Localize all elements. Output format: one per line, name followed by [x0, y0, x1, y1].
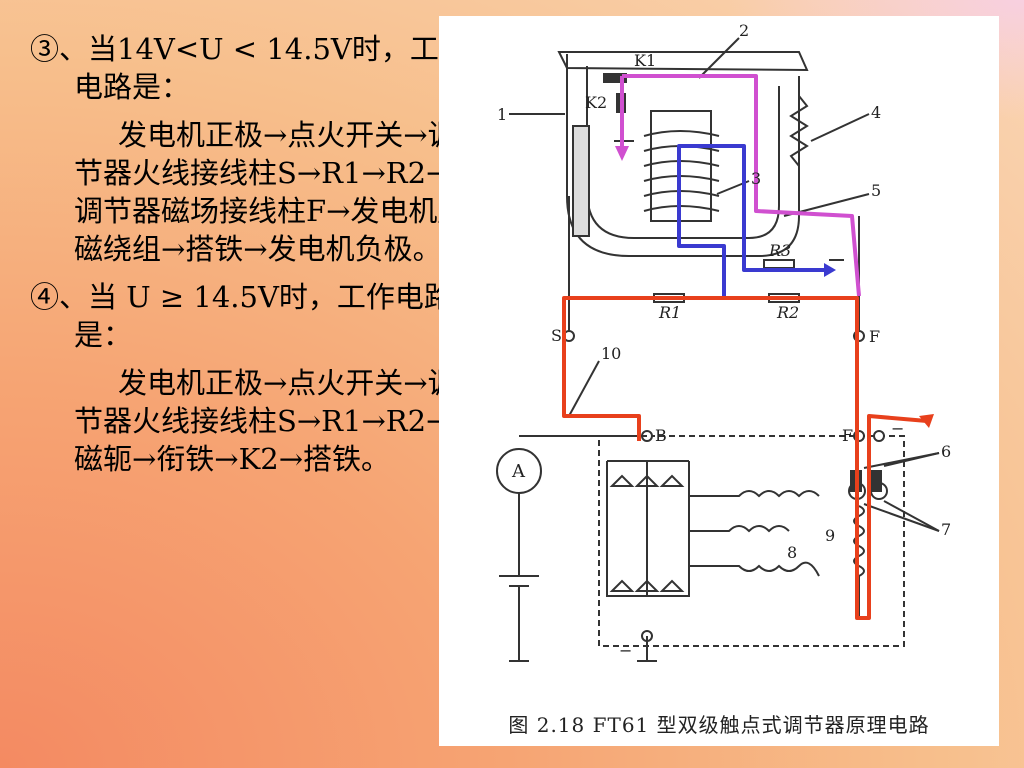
label-n3: 3	[751, 169, 761, 188]
terminal-minus-top	[873, 430, 885, 442]
leader-7a	[883, 500, 940, 532]
label-n9: 9	[825, 526, 835, 545]
label-r1: R1	[658, 303, 681, 322]
label-n5: 5	[871, 181, 881, 200]
label-n6: 6	[941, 442, 951, 461]
label-r2: R2	[776, 303, 799, 322]
arrow-magenta	[615, 146, 629, 161]
item3-heading: ③、当14V<U < 14.5V时，工作电路是：	[30, 32, 468, 104]
insulator-block	[572, 125, 590, 237]
label-r3: R3	[768, 241, 791, 260]
label-n1: 1	[497, 105, 507, 124]
explanation-text: ③、当14V<U < 14.5V时，工作电路是： 发电机正极→点火开关→调节器火…	[30, 30, 475, 488]
arrow-blue	[824, 263, 836, 277]
yoke-frame	[566, 54, 800, 257]
label-n4: 4	[871, 103, 881, 122]
label-n2: 2	[739, 21, 749, 40]
red-path	[562, 296, 928, 620]
spring	[789, 95, 809, 167]
label-n7: 7	[941, 520, 951, 539]
diodes-bottom	[609, 579, 685, 592]
leader-6b	[863, 452, 940, 469]
leader-4	[810, 113, 870, 142]
label-k2: K2	[585, 93, 607, 112]
label-f-top: F	[869, 327, 880, 346]
label-f-bottom: F	[842, 426, 853, 445]
arrow-red	[919, 414, 934, 428]
coil-winding	[643, 130, 720, 212]
regulator-circuit-diagram: K1 K2 R1 R2 R3 S F B F A − − 1 2 3 4 5 6…	[496, 21, 951, 662]
magenta-path	[620, 74, 861, 297]
label-n8: 8	[787, 543, 797, 562]
item3-body: 发电机正极→点火开关→调节器火线接线柱S→R1→R2→调节器磁场接线柱F→发电机…	[74, 118, 467, 266]
rectifier-bridge	[606, 460, 690, 597]
label-b: B	[655, 426, 667, 445]
label-k1: K1	[634, 51, 656, 70]
label-minus-top: −	[891, 419, 904, 438]
label-ammeter: A	[511, 461, 526, 482]
leader-10	[568, 360, 600, 417]
generator-box	[598, 435, 905, 647]
label-minus-bottom: −	[619, 641, 632, 660]
circuit-figure: K1 K2 R1 R2 R3 S F B F A − − 1 2 3 4 5 6…	[439, 16, 999, 746]
item4-body: 发电机正极→点火开关→调节器火线接线柱S→R1→R2→磁轭→衔铁→K2→搭铁。	[74, 366, 457, 476]
armature	[557, 51, 809, 72]
brush-2	[870, 470, 882, 492]
leader-2	[698, 37, 740, 79]
blue-path	[677, 144, 829, 298]
stator-winding	[689, 490, 820, 577]
label-s: S	[551, 326, 562, 345]
yoke-inner	[586, 66, 780, 239]
diodes-top	[609, 474, 685, 487]
figure-caption: 图 2.18 FT61 型双级触点式调节器原理电路	[508, 713, 930, 737]
leader-7b	[863, 503, 940, 532]
item4-heading: ④、当 U ≥ 14.5V时，工作电路是：	[30, 280, 453, 352]
label-n10: 10	[601, 344, 621, 363]
resistor-r3	[763, 259, 795, 269]
